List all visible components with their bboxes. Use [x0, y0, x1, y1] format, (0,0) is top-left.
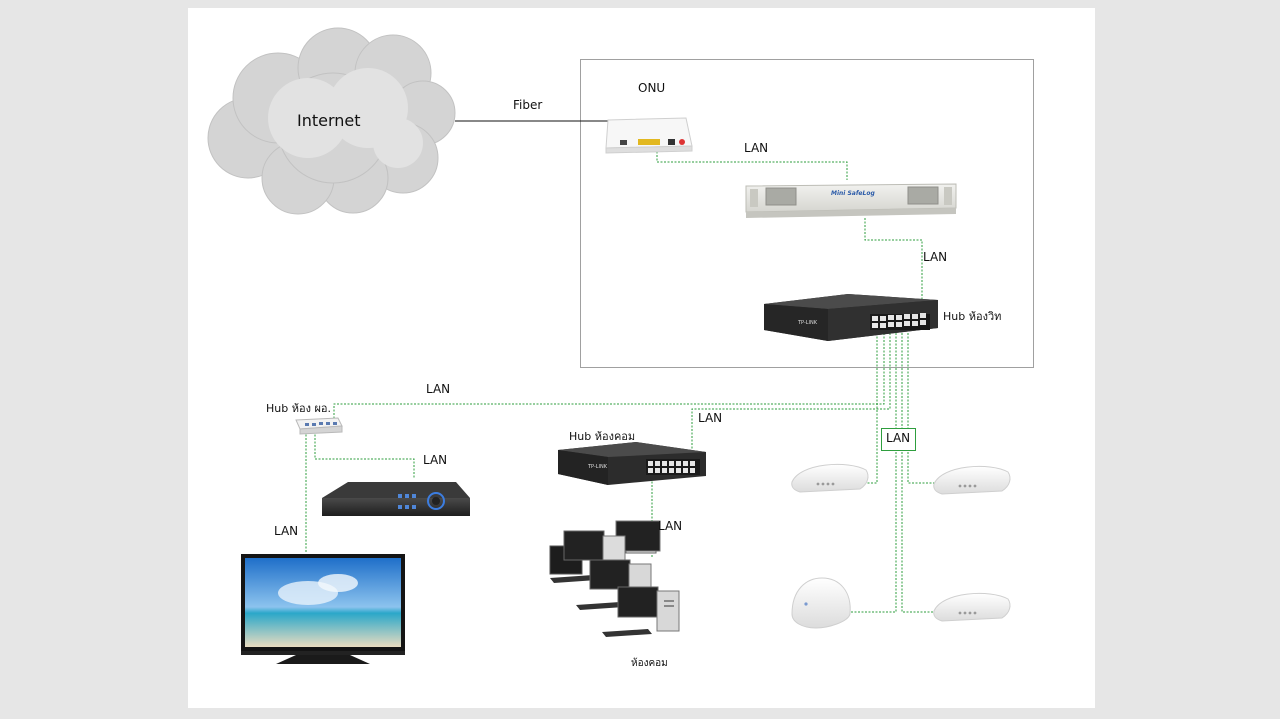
firewall-device-icon: [745, 183, 957, 218]
lan-label-firewall-switch: LAN: [923, 250, 948, 264]
ceiling-access-point-icon: [791, 577, 851, 629]
computer-lab-icon: [549, 520, 680, 637]
lan-label-ap-box: LAN: [886, 431, 911, 445]
lan-label-onu-firewall: LAN: [744, 141, 769, 155]
server-room-boundary: [580, 59, 1034, 368]
firewall-brand-label: Mini SafeLog: [831, 190, 875, 197]
main-switch-brand-label: TP-LINK: [798, 320, 818, 326]
main-switch-icon: [764, 294, 938, 341]
hub-lab-label: Hub ห้องคอม: [569, 430, 636, 443]
hub-main-label: Hub ห้องวิท: [943, 310, 1002, 323]
onu-label: ONU: [638, 81, 666, 95]
onu-device-icon: [605, 117, 693, 154]
lan-label-tv: LAN: [274, 524, 299, 538]
fiber-label: Fiber: [513, 98, 543, 112]
lan-label-dvr: LAN: [423, 453, 448, 467]
internet-label: Internet: [297, 111, 361, 130]
access-point-icon: [933, 465, 1011, 495]
access-point-icon: [791, 463, 869, 493]
hub-office-label: Hub ห้อง ผอ.: [266, 402, 331, 415]
lan-label-computers: LAN: [658, 519, 683, 533]
diagram-canvas: Mini SafeLog TP-LINK TP-LINK Internet Fi…: [188, 8, 1095, 708]
office-hub-icon: [295, 417, 343, 435]
access-point-icon: [933, 592, 1011, 622]
lab-switch-brand-label: TP-LINK: [588, 464, 608, 470]
television-icon: [241, 554, 405, 664]
lab-switch-icon: [558, 442, 706, 485]
computer-room-label: ห้องคอม: [631, 658, 668, 669]
network-diagram: [207, 27, 1034, 664]
lan-label-office-link: LAN: [426, 382, 451, 396]
lan-label-lab-link: LAN: [698, 411, 723, 425]
lan-label-box: [881, 428, 916, 451]
dvr-device-icon: [322, 482, 470, 516]
